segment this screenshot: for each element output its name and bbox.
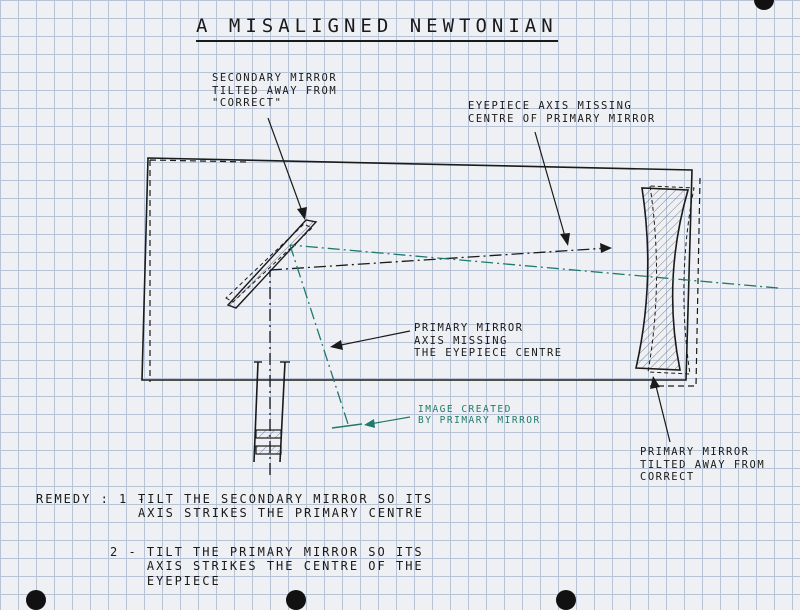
label-secondary-mirror: SECONDARY MIRROR TILTED AWAY FROM "CORRE… — [212, 72, 338, 110]
eyepiece-axis-arrowhead — [600, 243, 612, 253]
tube-correct-outline — [149, 159, 701, 387]
binder-hole — [556, 590, 576, 610]
secondary-mirror — [226, 219, 318, 309]
label-eyepiece-axis: EYEPIECE AXIS MISSING CENTRE OF PRIMARY … — [468, 100, 656, 125]
primary-mirror-axis-line — [289, 244, 779, 425]
label-primary-mirror: PRIMARY MIRROR TILTED AWAY FROM CORRECT — [640, 446, 766, 484]
leader-image-created — [369, 416, 411, 425]
remedy-label: REMEDY : 1 - — [36, 492, 147, 506]
arrowhead-eyepiece-axis — [560, 233, 570, 246]
leader-primary-mirror — [654, 381, 671, 443]
remedy-step-2: 2 - TILT THE PRIMARY MIRROR SO ITS AXIS … — [110, 545, 424, 588]
binder-hole — [754, 0, 774, 10]
telescope-tube — [141, 157, 693, 381]
primary-mirror — [635, 187, 690, 371]
primary-mirror-correct-outline — [647, 185, 695, 375]
leader-primary-axis — [335, 330, 411, 347]
secondary-mirror-correct-outline — [225, 223, 313, 303]
arrowhead-primary-mirror — [650, 376, 660, 389]
arrowhead-primary-axis — [330, 340, 343, 350]
leader-secondary — [267, 117, 304, 215]
arrowhead-image-created — [364, 419, 375, 428]
eyepiece-focuser — [253, 361, 290, 463]
binder-hole — [26, 590, 46, 610]
leader-eyepiece-axis — [534, 131, 567, 241]
eyepiece-axis-line — [269, 247, 609, 475]
arrowhead-secondary — [297, 207, 307, 220]
label-primary-axis: PRIMARY MIRROR AXIS MISSING THE EYEPIECE… — [414, 322, 563, 360]
remedy-step-1: TILT THE SECONDARY MIRROR SO ITS AXIS ST… — [138, 492, 434, 521]
diagram-title: A MISALIGNED NEWTONIAN — [196, 15, 558, 42]
image-focal-plane — [331, 423, 363, 429]
binder-hole — [286, 590, 306, 610]
label-image-created: IMAGE CREATED BY PRIMARY MIRROR — [418, 404, 541, 427]
